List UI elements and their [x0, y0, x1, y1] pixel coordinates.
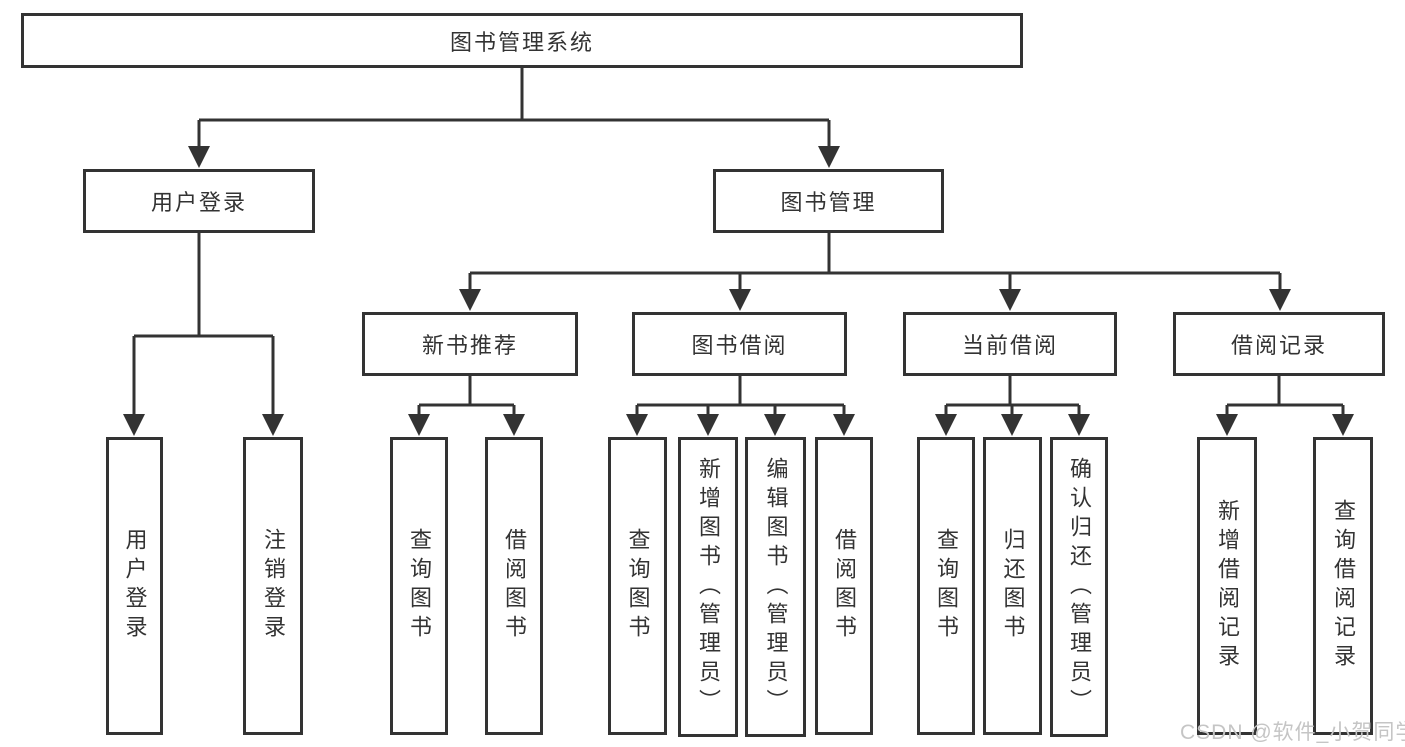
node-label: 确认归还（管理员） [1067, 456, 1092, 718]
node-label: 图书管理系统 [449, 29, 594, 55]
leaf-logout: 注销登录 [243, 437, 303, 735]
leaf-borrow-books-borrowing: 借阅图书 [815, 437, 873, 735]
arrowheads [123, 146, 1354, 436]
leaf-borrow-books-recommend: 借阅图书 [485, 437, 543, 735]
leaf-query-books-recommend: 查询图书 [390, 437, 448, 735]
leaf-user-login: 用户登录 [106, 437, 163, 735]
csdn-watermark: CSDN @软件_小贺同学 [1180, 721, 1405, 744]
node-label: 借阅图书 [502, 528, 527, 644]
node-label: 查询借阅记录 [1331, 499, 1356, 673]
node-label: 用户登录 [150, 190, 247, 215]
node-label: 新增图书（管理员） [696, 456, 721, 718]
leaf-edit-books-admin: 编辑图书（管理员） [745, 437, 806, 737]
node-library-management-system: 图书管理系统 [21, 13, 1023, 68]
node-label: 当前借阅 [961, 333, 1058, 358]
node-label: 借阅记录 [1230, 333, 1327, 358]
leaf-query-books-borrowing: 查询图书 [608, 437, 667, 735]
leaf-add-borrow-record: 新增借阅记录 [1197, 437, 1257, 735]
node-label: 用户登录 [122, 528, 148, 644]
leaf-query-books-current: 查询图书 [917, 437, 975, 735]
node-current-borrowing: 当前借阅 [903, 312, 1117, 376]
node-label: 新书推荐 [421, 333, 518, 358]
leaf-confirm-return-admin: 确认归还（管理员） [1050, 437, 1108, 737]
node-label: 编辑图书（管理员） [763, 456, 789, 718]
node-label: 借阅图书 [832, 528, 857, 644]
node-label: 图书管理 [780, 190, 877, 215]
leaf-return-books: 归还图书 [983, 437, 1042, 735]
leaf-query-borrow-record: 查询借阅记录 [1313, 437, 1373, 735]
node-label: 归还图书 [1000, 528, 1026, 644]
node-label: 查询图书 [625, 528, 651, 644]
node-label: 图书借阅 [691, 333, 788, 358]
node-borrowing-records: 借阅记录 [1173, 312, 1385, 376]
node-book-borrowing: 图书借阅 [632, 312, 847, 376]
node-label: 查询图书 [934, 528, 959, 644]
node-book-management: 图书管理 [713, 169, 944, 233]
leaf-add-books-admin: 新增图书（管理员） [678, 437, 738, 737]
node-label: 查询图书 [407, 528, 432, 644]
node-user-login: 用户登录 [83, 169, 315, 233]
node-label: 注销登录 [261, 528, 286, 644]
node-label: 新增借阅记录 [1215, 499, 1240, 673]
node-new-book-recommendation: 新书推荐 [362, 312, 578, 376]
